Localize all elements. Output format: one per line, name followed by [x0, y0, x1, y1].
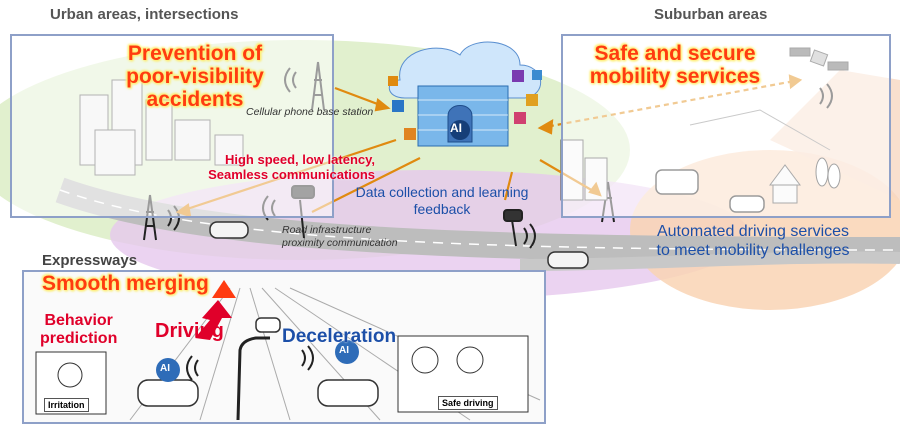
- cell-station-label: Cellular phone base station: [246, 106, 374, 118]
- behavior-line2: prediction: [40, 330, 118, 347]
- ai-badge-label: AI: [160, 363, 170, 374]
- ai-badge-icon: [156, 340, 359, 382]
- suburban-headline-line2: mobility services: [589, 65, 761, 88]
- data-collection-label: Data collection and learning feedback: [342, 184, 542, 218]
- driving-label: Driving: [155, 320, 224, 342]
- driving-arrow-icon: [195, 300, 232, 340]
- automated-line1: Automated driving services: [656, 223, 850, 240]
- suburban-panel: [561, 34, 891, 218]
- signal-waves-icon: [186, 345, 314, 381]
- data-collection-line2: feedback: [413, 201, 471, 217]
- suburban-headline-line1: Safe and secure: [594, 42, 756, 65]
- data-tile-icon: [388, 70, 542, 140]
- driver-face-icon: [411, 346, 439, 374]
- road-infra-label: Road infrastructure proximity communicat…: [282, 224, 398, 250]
- high-speed-label: High speed, low latency, Seamless commun…: [195, 152, 375, 182]
- expressways-section-title: Expressways: [42, 252, 138, 269]
- cloud-ai-icon: [388, 41, 542, 147]
- car-icon: [137, 317, 379, 407]
- urban-section-title: Urban areas, intersections: [50, 6, 239, 23]
- urban-headline: Prevention of poor-visibility accidents: [80, 42, 310, 111]
- urban-headline-line2: poor-visibility accidents: [126, 65, 264, 111]
- irritation-tag: Irritation: [44, 398, 89, 412]
- automated-line2: to meet mobility challenges: [656, 242, 850, 259]
- road-infra-line2: proximity communication: [282, 237, 398, 249]
- automated-driving-label: Automated driving services to meet mobil…: [618, 222, 888, 260]
- passenger-face-icon: [456, 346, 484, 374]
- ai-badge-label: AI: [339, 345, 349, 356]
- behavior-prediction-label: Behavior prediction: [40, 312, 117, 348]
- ai-label: AI: [450, 121, 462, 135]
- deceleration-label: Deceleration: [282, 326, 397, 347]
- high-speed-line2: Seamless communications: [208, 167, 375, 182]
- driver-face-icon: [57, 362, 83, 388]
- merge-arrow-icon: [212, 280, 236, 298]
- street-lamp-icon: [236, 336, 270, 421]
- expressway-headline: Smooth merging: [42, 272, 209, 295]
- car-icon: [209, 221, 589, 269]
- road-infra-line1: Road infrastructure: [282, 224, 372, 236]
- behavior-line1: Behavior: [44, 312, 113, 329]
- urban-headline-line1: Prevention of: [127, 42, 263, 65]
- safe-driving-tag: Safe driving: [438, 396, 498, 410]
- suburban-headline: Safe and secure mobility services: [585, 42, 765, 88]
- high-speed-line1: High speed, low latency,: [224, 152, 375, 167]
- data-collection-line1: Data collection and learning: [355, 184, 529, 200]
- urban-panel: [10, 34, 334, 218]
- suburban-section-title: Suburban areas: [654, 6, 768, 23]
